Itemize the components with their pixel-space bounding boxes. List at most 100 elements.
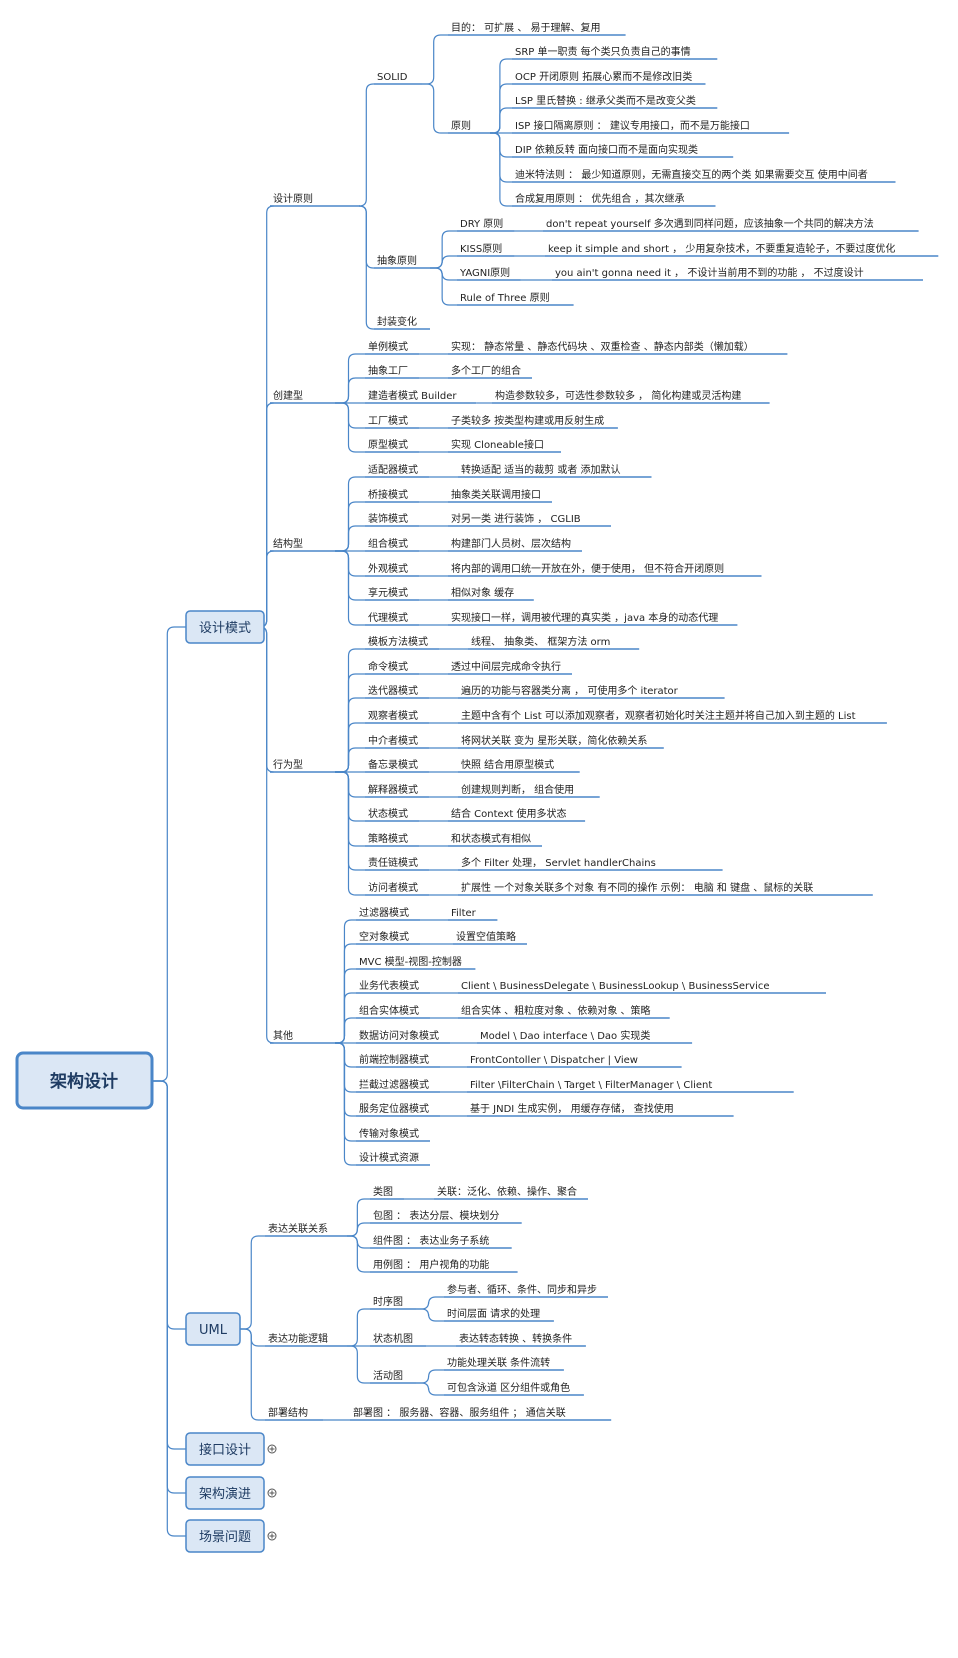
behavioral-7-desc[interactable]: 结合 Context 使用多状态 [451, 807, 567, 820]
behavioral-5[interactable]: 备忘录模式 [368, 758, 418, 771]
main-node-arch_evolution[interactable] [185, 1476, 265, 1510]
behavioral-9-desc[interactable]: 多个 Filter 处理， Servlet handlerChains [461, 856, 656, 869]
activity-item-0[interactable]: 功能处理关联 条件流转 [447, 1356, 550, 1369]
activity-item-1[interactable]: 可包含泳道 区分组件或角色 [447, 1381, 570, 1394]
sequence-item-1[interactable]: 时间层面 请求的处理 [447, 1307, 540, 1320]
uml-state-desc[interactable]: 表达转态转换 、转换条件 [459, 1332, 572, 1345]
others-6-desc[interactable]: FrontContoller \ Dispatcher | View [470, 1055, 638, 1066]
creational-0[interactable]: 单例模式 [368, 340, 408, 353]
others-10[interactable]: 设计模式资源 [359, 1151, 419, 1164]
sequence-item-0[interactable]: 参与者、循环、条件、同步和异步 [447, 1283, 597, 1296]
behavioral-8-desc[interactable]: 和状态模式有相似 [451, 832, 531, 845]
structural-4-desc[interactable]: 将内部的调用口统一开放在外，便于使用， 但不符合开闭原则 [451, 562, 724, 575]
others-2[interactable]: MVC 模型-视图-控制器 [359, 955, 462, 968]
category-behavioral[interactable]: 行为型 [273, 758, 303, 771]
uml-state[interactable]: 状态机图 [373, 1332, 413, 1345]
behavioral-7[interactable]: 状态模式 [368, 807, 408, 820]
encapsulate-changes[interactable]: 封装变化 [377, 315, 417, 328]
structural-0-desc[interactable]: 转换适配 适当的裁剪 或者 添加默认 [461, 463, 621, 476]
uml-deploy[interactable]: 部署结构 [268, 1406, 308, 1419]
solid-principle-5[interactable]: 迪米特法则 ： 最少知道原则，无需直接交互的两个类 如果需要交互 使用中间者 [515, 168, 868, 181]
abstract-item-0[interactable]: DRY 原则 [460, 217, 503, 230]
others-6[interactable]: 前端控制器模式 [359, 1053, 429, 1066]
abstract-item-2[interactable]: YAGNI原则 [459, 266, 510, 279]
solid-principle-0[interactable]: SRP 单一职责 每个类只负责自己的事情 [515, 45, 691, 58]
relations-1[interactable]: 包图 ： 表达分层、模块划分 [373, 1209, 499, 1222]
behavioral-3[interactable]: 观察者模式 [368, 709, 418, 722]
behavioral-4-desc[interactable]: 将网状关联 变为 星形关联，简化依赖关系 [461, 734, 647, 747]
category-design_principles[interactable]: 设计原则 [273, 192, 313, 205]
abstract-item-0-desc[interactable]: don't repeat yourself 多次遇到同样问题，应该抽象一个共同的… [546, 217, 874, 230]
others-7-desc[interactable]: Filter \FilterChain \ Target \ FilterMan… [470, 1080, 712, 1091]
relations-2[interactable]: 组件图 ： 表达业务子系统 [373, 1234, 489, 1247]
main-node-uml[interactable] [185, 1312, 241, 1346]
others-0[interactable]: 过滤器模式 [359, 906, 409, 919]
solid-principle-1[interactable]: OCP 开闭原则 拓展心累而不是修改旧类 [515, 70, 692, 83]
structural-0[interactable]: 适配器模式 [368, 463, 418, 476]
behavioral-4[interactable]: 中介者模式 [368, 734, 418, 747]
abstract-item-2-desc[interactable]: you ain't gonna need it ， 不设计当前用不到的功能 ， … [555, 266, 864, 279]
structural-4[interactable]: 外观模式 [368, 562, 408, 575]
structural-1-desc[interactable]: 抽象类关联调用接口 [451, 488, 541, 501]
others-8[interactable]: 服务定位器模式 [359, 1102, 429, 1115]
creational-3-desc[interactable]: 子类较多 按类型构建或用反射生成 [451, 414, 604, 427]
category-creational[interactable]: 创建型 [273, 389, 303, 402]
category-others[interactable]: 其他 [273, 1029, 293, 1042]
others-5[interactable]: 数据访问对象模式 [359, 1029, 439, 1042]
creational-1[interactable]: 抽象工厂 [368, 364, 408, 377]
abstract-item-1[interactable]: KISS原则 [460, 242, 502, 255]
others-1[interactable]: 空对象模式 [359, 930, 409, 943]
abstract-item-1-desc[interactable]: keep it simple and short ， 少用复杂技术，不要重复造轮… [548, 242, 895, 255]
solid[interactable]: SOLID [377, 72, 408, 83]
uml-sequence[interactable]: 时序图 [373, 1295, 403, 1308]
others-9[interactable]: 传输对象模式 [359, 1127, 419, 1140]
creational-4-desc[interactable]: 实现 Cloneable接口 [451, 438, 544, 451]
uml-logic[interactable]: 表达功能逻辑 [268, 1332, 328, 1345]
others-3-desc[interactable]: Client \ BusinessDelegate \ BusinessLook… [461, 981, 770, 992]
structural-6-desc[interactable]: 实现接口一样，调用被代理的真实类 ，java 本身的动态代理 [451, 611, 718, 624]
creational-2-desc[interactable]: 构造参数较多，可选性参数较多 ， 简化构建或灵活构建 [495, 389, 741, 402]
creational-1-desc[interactable]: 多个工厂的组合 [451, 364, 521, 377]
main-node-design_patterns[interactable] [185, 610, 265, 644]
behavioral-1-desc[interactable]: 透过中间层完成命令执行 [451, 660, 561, 673]
structural-5-desc[interactable]: 相似对象 缓存 [451, 586, 514, 599]
others-8-desc[interactable]: 基于 JNDI 生成实例， 用缓存存储， 查找使用 [470, 1102, 674, 1115]
solid-principle-3[interactable]: ISP 接口隔离原则 ： 建议专用接口，而不是万能接口 [515, 119, 750, 132]
main-node-scenarios[interactable] [185, 1519, 265, 1553]
behavioral-3-desc[interactable]: 主题中含有个 List 可以添加观察者，观察者初始化时关注主题并将自己加入到主题… [461, 709, 856, 722]
solid-goal[interactable]: 目的： 可扩展 、 易于理解、复用 [451, 21, 601, 34]
behavioral-10[interactable]: 访问者模式 [368, 881, 418, 894]
abstract-principles[interactable]: 抽象原则 [377, 254, 417, 267]
structural-3-desc[interactable]: 构建部门人员树、层次结构 [451, 537, 571, 550]
solid-principle-4[interactable]: DIP 依赖反转 面向接口而不是面向实现类 [515, 143, 698, 156]
solid-principle-2[interactable]: LSP 里氏替换 : 继承父类而不是改变父类 [515, 94, 696, 107]
structural-1[interactable]: 桥接模式 [368, 488, 408, 501]
structural-5[interactable]: 享元模式 [368, 586, 408, 599]
behavioral-8[interactable]: 策略模式 [368, 832, 408, 845]
creational-0-desc[interactable]: 实现： 静态常量 、静态代码块 、双重检查 、静态内部类（懒加载） [451, 340, 754, 353]
behavioral-10-desc[interactable]: 扩展性 一个对象关联多个对象 有不同的操作 示例： 电脑 和 键盘 、鼠标的关联 [461, 881, 813, 894]
behavioral-0[interactable]: 模板方法模式 [368, 635, 428, 648]
others-4[interactable]: 组合实体模式 [359, 1004, 419, 1017]
behavioral-2-desc[interactable]: 遍历的功能与容器类分离 ， 可使用多个 iterator [461, 684, 679, 697]
behavioral-6-desc[interactable]: 创建规则判断， 组合使用 [461, 783, 574, 796]
abstract-item-3[interactable]: Rule of Three 原则 [460, 291, 550, 304]
behavioral-0-desc[interactable]: 线程、 抽象类、 框架方法 orm [471, 635, 610, 648]
solid-principles-label[interactable]: 原则 [451, 119, 471, 132]
relations-3[interactable]: 用例图 ： 用户视角的功能 [373, 1258, 489, 1271]
others-7[interactable]: 拦截过滤器模式 [359, 1078, 429, 1091]
uml-activity[interactable]: 活动图 [373, 1370, 403, 1382]
creational-4[interactable]: 原型模式 [368, 438, 408, 451]
others-3[interactable]: 业务代表模式 [359, 979, 419, 992]
main-node-interface_design[interactable] [185, 1432, 265, 1466]
solid-principle-6[interactable]: 合成复用原则 ： 优先组合 ，其次继承 [515, 192, 685, 205]
others-1-desc[interactable]: 设置空值策略 [456, 930, 516, 943]
structural-2[interactable]: 装饰模式 [368, 512, 408, 525]
structural-3[interactable]: 组合模式 [368, 537, 408, 550]
structural-6[interactable]: 代理模式 [368, 611, 408, 624]
uml-deploy-desc[interactable]: 部署图 ： 服务器、容器、服务组件 ； 通信关联 [353, 1406, 566, 1419]
behavioral-5-desc[interactable]: 快照 结合用原型模式 [461, 758, 554, 771]
uml-relations[interactable]: 表达关联关系 [268, 1222, 328, 1235]
others-5-desc[interactable]: Model \ Dao interface \ Dao 实现类 [480, 1029, 650, 1042]
root-node[interactable] [15, 1051, 154, 1110]
